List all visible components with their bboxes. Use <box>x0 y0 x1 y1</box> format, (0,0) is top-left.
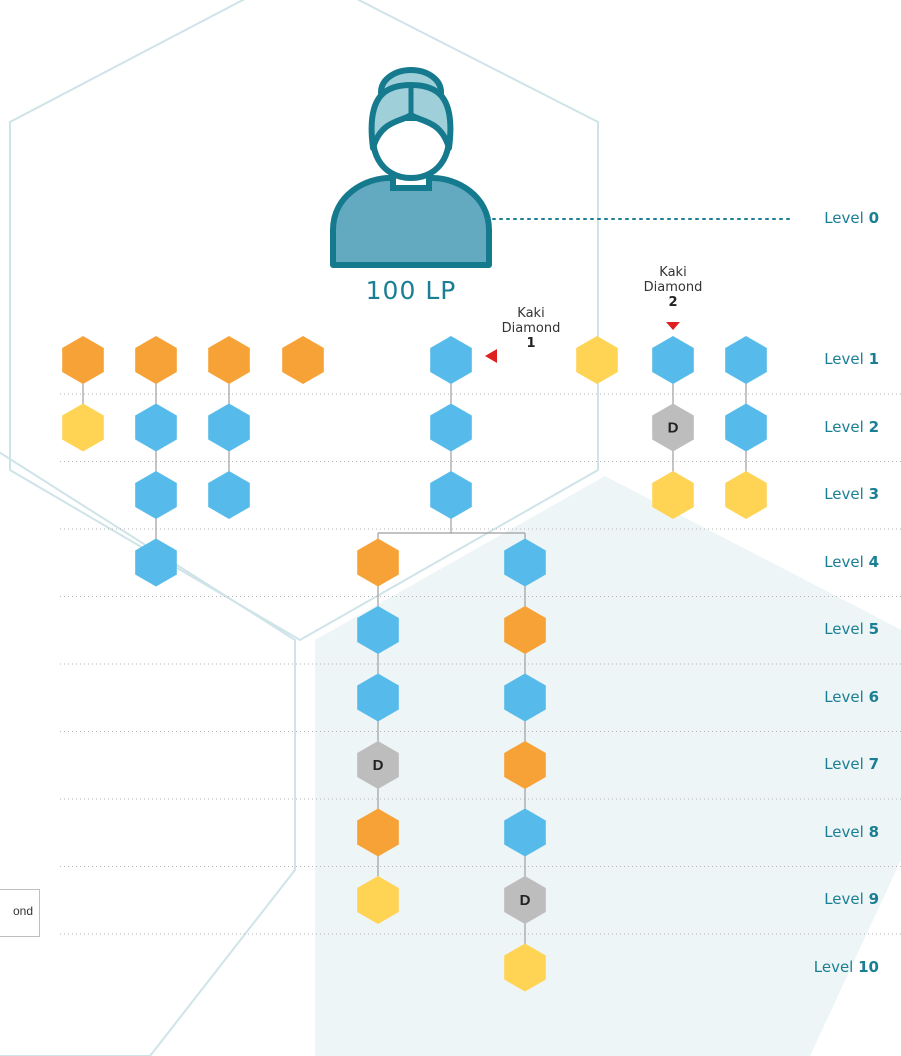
kaki-marker-2-arrow <box>666 322 680 330</box>
level-number: 8 <box>868 822 879 841</box>
hex-blue-col8-level6 <box>357 673 399 722</box>
hex-orange-col2-level1 <box>208 336 250 384</box>
level-label-1: Level 1 <box>824 350 879 368</box>
kaki-marker-1-line2: Diamond <box>501 321 561 336</box>
kaki-marker-2-line2: Diamond <box>643 280 703 295</box>
level-number: 2 <box>868 417 879 436</box>
kaki-marker-1: Kaki Diamond 1 <box>496 306 566 351</box>
person-icon <box>330 67 492 268</box>
diamond-letter: D <box>668 420 679 437</box>
level-number: 6 <box>868 687 879 706</box>
hex-yellow-col8-level9 <box>357 876 399 924</box>
background-outline-hexagon-large <box>9 0 599 642</box>
hex-blue-col4-level3 <box>430 471 472 519</box>
level-word: Level <box>813 957 859 976</box>
background-outline-hexagon-lower <box>0 451 296 1056</box>
level-number: 0 <box>868 209 879 227</box>
level-label-0: Level 0 <box>824 209 879 227</box>
hex-yellow-col0-level2 <box>62 403 104 452</box>
hex-gray-col9-level9 <box>504 876 546 924</box>
legend-box: ond <box>0 889 40 937</box>
level-word: Level <box>824 209 869 227</box>
hex-blue-col1-level3 <box>135 471 177 519</box>
level-word: Level <box>824 890 869 908</box>
level-label-6: Level 6 <box>824 688 879 706</box>
hex-blue-col1-level4 <box>135 538 177 587</box>
level-word: Level <box>824 485 869 503</box>
level-label-9: Level 9 <box>824 890 879 908</box>
root-lp-label: 100 LP <box>365 276 457 305</box>
hex-blue-col7-level2 <box>725 403 767 452</box>
hex-blue-col9-level8 <box>504 808 546 857</box>
level-number: 9 <box>868 890 879 908</box>
level-label-8: Level 8 <box>824 823 879 841</box>
hex-orange-col8-level8 <box>357 808 399 857</box>
hex-blue-col2-level3 <box>208 471 250 519</box>
hex-gray-col8-level7 <box>357 741 399 789</box>
level-word: Level <box>824 350 869 368</box>
level-label-10: Level 10 <box>814 958 879 976</box>
kaki-marker-1-number: 1 <box>526 336 536 351</box>
hex-orange-col0-level1 <box>62 336 104 384</box>
legend-fragment-text: ond <box>12 904 33 918</box>
diamond-letter: D <box>373 757 384 774</box>
hex-tree: D D D <box>62 336 767 992</box>
level-label-4: Level 4 <box>824 553 879 571</box>
hex-blue-col4-level2 <box>430 403 472 452</box>
hex-yellow-col9-level10 <box>504 943 546 992</box>
level-label-5: Level 5 <box>824 620 879 638</box>
level-separator-lines <box>60 393 901 935</box>
level-label-7: Level 7 <box>824 755 879 773</box>
hex-blue-col6-level1 <box>652 336 694 384</box>
level-label-2: Level 2 <box>824 418 879 436</box>
diamond-letter: D <box>520 892 531 909</box>
hex-yellow-col6-level3 <box>652 471 694 519</box>
hex-blue-col9-level4 <box>504 538 546 587</box>
background-shade-hexagon <box>315 476 901 1056</box>
level-number: 7 <box>868 755 879 773</box>
hex-blue-col9-level6 <box>504 673 546 722</box>
level-word: Level <box>824 552 869 571</box>
hex-orange-col9-level5 <box>504 606 546 654</box>
level-word: Level <box>824 755 869 773</box>
hex-orange-col3-level1 <box>282 336 324 384</box>
hex-orange-col9-level7 <box>504 741 546 789</box>
kaki-marker-1-arrow <box>485 349 497 363</box>
level-word: Level <box>824 417 869 436</box>
hex-blue-col2-level2 <box>208 403 250 452</box>
hex-orange-col1-level1 <box>135 336 177 384</box>
level-number: 5 <box>868 620 879 638</box>
level-word: Level <box>824 822 869 841</box>
level-number: 1 <box>868 350 879 368</box>
kaki-marker-1-line1: Kaki <box>517 306 545 321</box>
level-number: 3 <box>868 485 879 503</box>
level-word: Level <box>824 620 869 638</box>
kaki-marker-2-number: 2 <box>668 295 678 310</box>
hex-yellow-col5-level1 <box>576 336 618 384</box>
level-number: 10 <box>858 957 879 976</box>
background-white-hexagon-corner <box>810 860 901 1056</box>
kaki-marker-2: Kaki Diamond 2 <box>637 265 709 310</box>
kaki-marker-2-line1: Kaki <box>659 265 687 280</box>
hex-blue-col1-level2 <box>135 403 177 452</box>
level-label-3: Level 3 <box>824 485 879 503</box>
hex-orange-col8-level4 <box>357 538 399 587</box>
hex-blue-col7-level1 <box>725 336 767 384</box>
hex-yellow-col7-level3 <box>725 471 767 519</box>
hex-blue-col8-level5 <box>357 606 399 654</box>
hex-blue-col4-level1 <box>430 336 472 384</box>
level-number: 4 <box>868 552 879 571</box>
level-word: Level <box>824 687 869 706</box>
hex-gray-col6-level2 <box>652 403 694 452</box>
